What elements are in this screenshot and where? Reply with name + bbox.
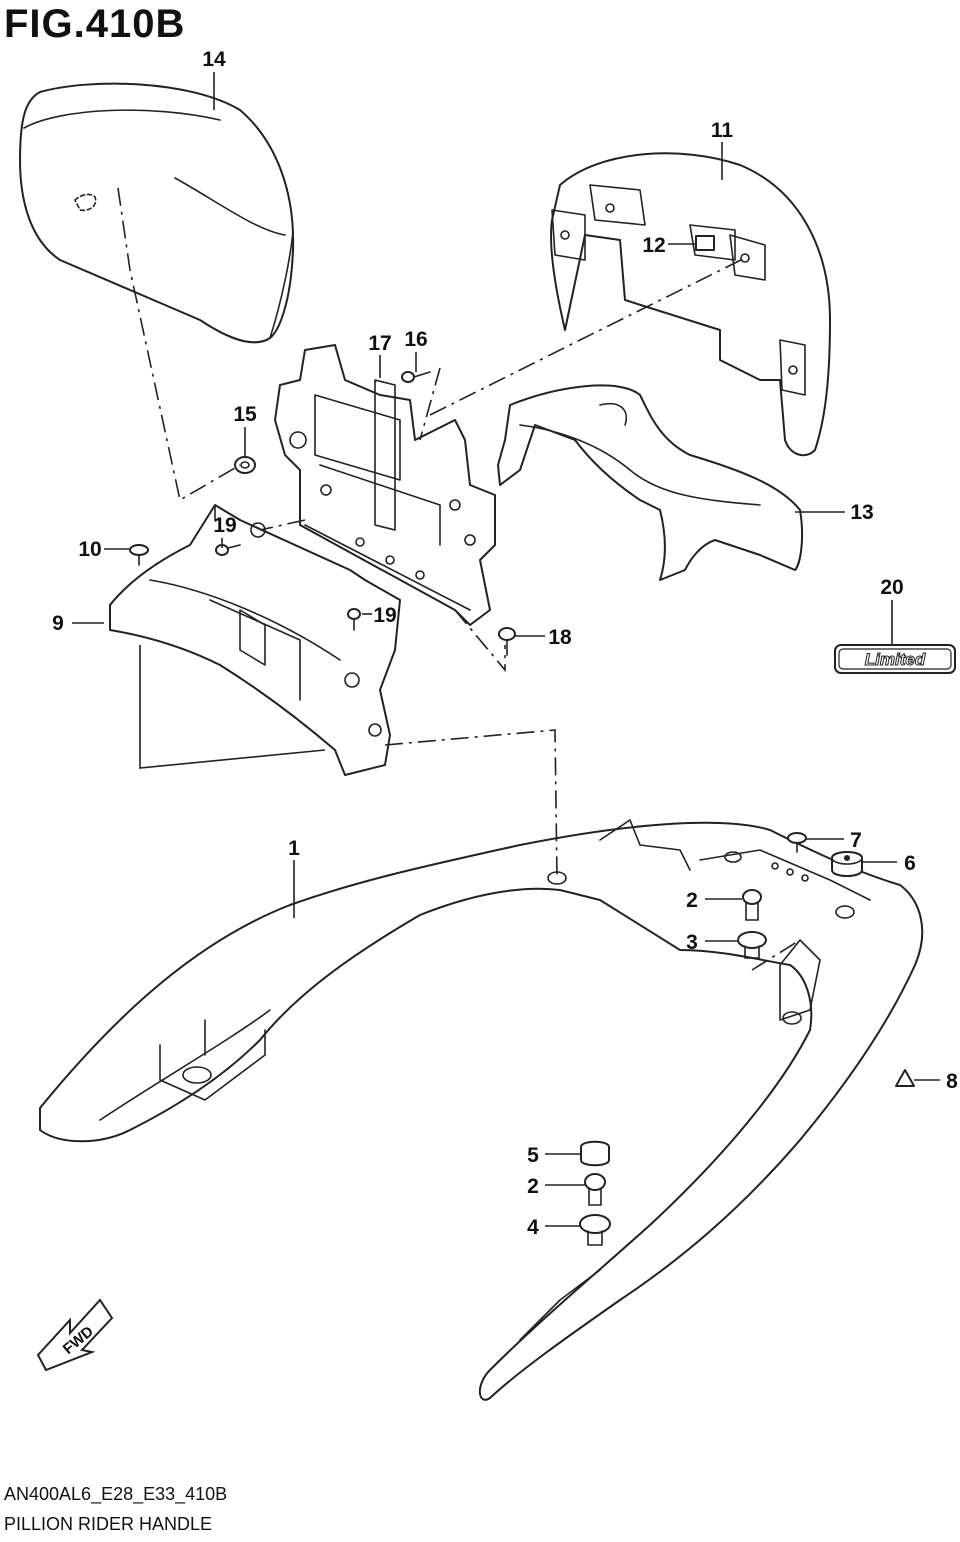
figure-name: PILLION RIDER HANDLE: [4, 1514, 213, 1534]
callout-7: 7: [850, 829, 862, 852]
part-15-grommet: [234, 456, 256, 474]
callout-19-b: 19: [373, 604, 396, 627]
part-3-collar: [737, 931, 767, 959]
callout-11: 11: [711, 119, 734, 142]
callout-19-a: 19: [213, 514, 236, 537]
hardware-group: [129, 235, 915, 1246]
callout-6: 6: [904, 852, 916, 875]
callout-2-lower: 2: [527, 1175, 539, 1198]
callout-1: 1: [288, 837, 300, 860]
callout-9: 9: [52, 612, 64, 635]
part-4-collar: [579, 1214, 611, 1246]
part-12-nut: [695, 235, 715, 251]
callout-18: 18: [548, 626, 572, 649]
callout-15: 15: [233, 403, 257, 426]
figure-title: FIG.410B: [4, 2, 186, 46]
part-9-carrier-base: [109, 504, 401, 776]
leader-lines: [72, 72, 940, 1227]
callout-13: 13: [850, 501, 873, 524]
part-11-backrest-cover: [550, 152, 831, 457]
callout-16: 16: [404, 328, 427, 351]
part-6-cushion: [831, 851, 863, 877]
callout-20: 20: [880, 576, 903, 599]
callout-8: 8: [946, 1070, 958, 1093]
part-8-cap: [895, 1069, 915, 1087]
part-18-bolt: [498, 627, 516, 656]
fwd-arrow-icon: FWD: [36, 1298, 114, 1372]
emblem-text: Limited: [865, 650, 926, 669]
callout-4: 4: [527, 1216, 539, 1239]
callout-2-upper: 2: [686, 889, 698, 912]
model-code: AN400AL6_E28_E33_410B: [4, 1484, 228, 1504]
part-13-inner-cover: [497, 384, 804, 581]
callout-17: 17: [368, 332, 391, 355]
part-19-screw-b: [347, 608, 361, 631]
part-17-bracket-frame: [274, 344, 496, 626]
callout-14: 14: [202, 48, 226, 71]
callout-3: 3: [686, 931, 698, 954]
part-2-bolt-upper: [742, 889, 762, 921]
callout-12: 12: [642, 234, 665, 257]
part-10-clip: [129, 544, 149, 566]
part-7-clip: [787, 832, 807, 853]
part-20-limited-emblem: Limited: [834, 644, 956, 674]
assembly-lines: [117, 187, 801, 971]
callout-labels: 14 11 12 17 16 15 13 19 10 20 19 9 18 7 …: [52, 48, 958, 1239]
callout-10: 10: [78, 538, 101, 561]
part-14-backrest-pad: [19, 82, 295, 344]
part-1-rider-handle: [39, 819, 924, 1401]
part-16-screw: [401, 371, 431, 383]
callout-5: 5: [527, 1144, 539, 1167]
part-2-bolt-lower: [584, 1173, 606, 1206]
part-5-cap: [580, 1140, 610, 1167]
